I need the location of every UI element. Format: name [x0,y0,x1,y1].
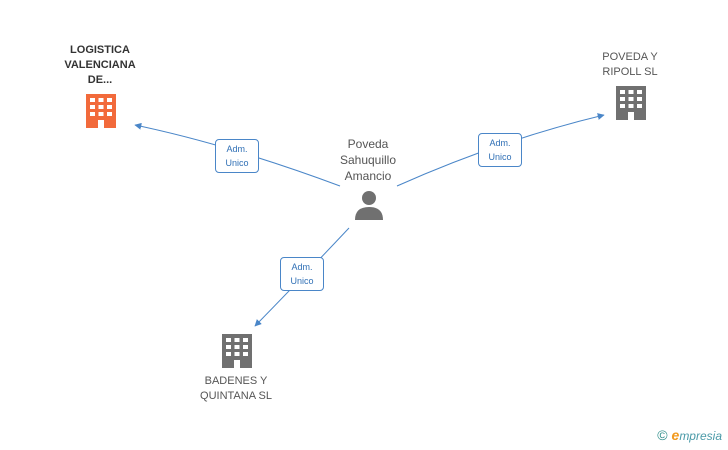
edge-label-line: Adm. [291,262,313,272]
building-icon[interactable] [222,334,252,368]
edge-label-line: Unico [225,158,249,168]
node-label-line: LOGISTICA [70,44,130,56]
edge-label-line: Unico [290,276,314,286]
edge-label-logistica[interactable]: Adm. Unico [215,139,259,173]
edge-label-poveda-ripoll[interactable]: Adm. Unico [478,133,522,167]
brand-name: mpresia [679,429,722,443]
person-icon[interactable] [355,191,383,220]
node-label-badenes[interactable]: BADENES Y QUINTANA SL [186,374,286,404]
node-label-line: VALENCIANA [64,59,136,71]
node-label-line: Sahuquillo [339,153,397,167]
building-icon[interactable] [86,94,116,128]
node-label-line: Poveda [347,137,389,151]
copyright-symbol: © [657,427,668,443]
edge-label-line: Unico [488,152,512,162]
edge-label-line: Adm. [226,144,248,154]
node-label-line: DE... [87,74,113,86]
building-icon[interactable] [616,86,646,120]
edge-label-line: Adm. [489,138,511,148]
node-label-line: BADENES Y [204,375,268,387]
brand-logo[interactable]: ©empresia [657,427,722,443]
node-label-line: RIPOLL SL [602,66,658,78]
node-label-line: Amancio [344,169,392,183]
node-label-line: POVEDA Y [602,51,658,63]
brand-initial: e [671,427,680,443]
node-label-logistica[interactable]: LOGISTICA VALENCIANA DE... [50,43,150,88]
node-label-person[interactable]: Poveda Sahuquillo Amancio [318,136,418,184]
edge-label-badenes[interactable]: Adm. Unico [280,257,324,291]
node-label-poveda-ripoll[interactable]: POVEDA Y RIPOLL SL [580,50,680,80]
node-label-line: QUINTANA SL [200,390,272,402]
